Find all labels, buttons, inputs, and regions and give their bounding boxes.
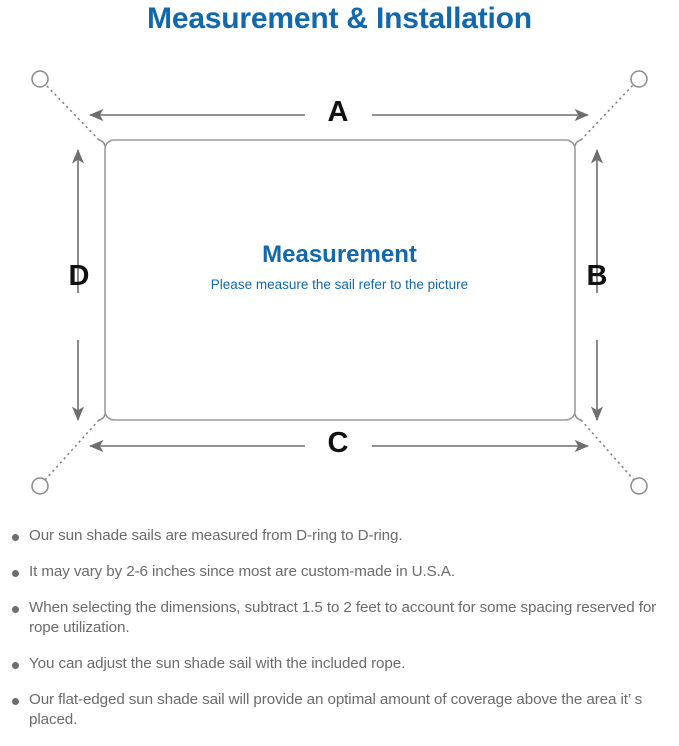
list-item-text: Our sun shade sails are measured from D-… xyxy=(29,527,403,544)
sail-measurement-diagram xyxy=(31,70,648,495)
d-ring-bottom-right xyxy=(630,477,648,495)
list-item: When selecting the dimensions, subtract … xyxy=(0,598,679,638)
d-ring-top-right xyxy=(630,70,648,88)
page-title: Measurement & Installation xyxy=(147,2,532,35)
list-item: You can adjust the sun shade sail with t… xyxy=(0,654,679,674)
bullet-dot-icon xyxy=(12,662,19,669)
sail-corner-loop-top-right xyxy=(574,139,582,147)
list-item-text: It may vary by 2-6 inches since most are… xyxy=(29,563,455,580)
list-item-text: You can adjust the sun shade sail with t… xyxy=(29,655,406,672)
sail-rectangle xyxy=(104,139,576,421)
sail-corner-loop-bottom-right xyxy=(574,413,582,421)
dimension-label-b: B xyxy=(586,260,608,292)
list-item: Our sun shade sails are measured from D-… xyxy=(0,526,679,546)
rope-line-bottom-right xyxy=(580,419,635,481)
list-item-text: When selecting the dimensions, subtract … xyxy=(29,599,657,636)
bullet-dot-icon xyxy=(12,570,19,577)
sail-corner-loop-top-left xyxy=(98,139,106,147)
rope-line-bottom-left xyxy=(44,419,100,481)
instructions-list: Our sun shade sails are measured from D-… xyxy=(0,526,679,746)
dimension-label-a: A xyxy=(327,96,349,128)
bullet-dot-icon xyxy=(12,606,19,613)
dimension-label-d: D xyxy=(68,260,90,292)
list-item: Our flat-edged sun shade sail will provi… xyxy=(0,690,679,730)
rope-line-top-right xyxy=(580,83,635,141)
d-ring-top-left xyxy=(31,70,49,88)
sail-corner-loop-bottom-left xyxy=(98,413,106,421)
bullet-dot-icon xyxy=(12,534,19,541)
bullet-dot-icon xyxy=(12,698,19,705)
list-item: It may vary by 2-6 inches since most are… xyxy=(0,562,679,582)
rope-line-top-left xyxy=(44,83,100,141)
list-item-text: Our flat-edged sun shade sail will provi… xyxy=(29,691,643,728)
dimension-label-c: C xyxy=(327,427,349,459)
d-ring-bottom-left xyxy=(31,477,49,495)
